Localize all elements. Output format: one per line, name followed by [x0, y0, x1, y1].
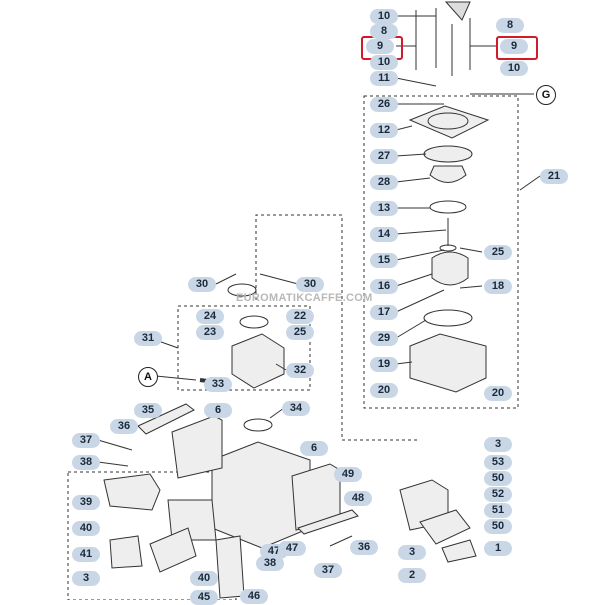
- callout-badge: 36: [350, 540, 378, 555]
- callout-badge: 38: [72, 455, 100, 470]
- callout-badge: 10: [370, 55, 398, 70]
- callout-badge: 12: [370, 123, 398, 138]
- callout-badge: 26: [370, 97, 398, 112]
- callout-badge: 10: [500, 61, 528, 76]
- callout-badge: 16: [370, 279, 398, 294]
- callout-badge: 20: [370, 383, 398, 398]
- group-box-21: [363, 95, 519, 409]
- callout-badge: 27: [370, 149, 398, 164]
- callout-badge: 21: [540, 169, 568, 184]
- callout-badge: 3: [484, 437, 512, 452]
- callout-badge: 37: [72, 433, 100, 448]
- callout-badge: 13: [370, 201, 398, 216]
- callout-badge: 40: [72, 521, 100, 536]
- callout-badge: 9: [366, 39, 394, 54]
- callout-badge: 48: [344, 491, 372, 506]
- callout-badge: 23: [196, 325, 224, 340]
- callout-badge: 6: [204, 403, 232, 418]
- callout-badge: 30: [296, 277, 324, 292]
- callout-badge: 32: [286, 363, 314, 378]
- callout-badge: 25: [484, 245, 512, 260]
- callout-badge: 36: [110, 419, 138, 434]
- callout-badge: 40: [190, 571, 218, 586]
- callout-badge: 19: [370, 357, 398, 372]
- callout-badge: 53: [484, 455, 512, 470]
- callout-badge: 15: [370, 253, 398, 268]
- callout-badge: 39: [72, 495, 100, 510]
- callout-badge: 25: [286, 325, 314, 340]
- callout-badge: 8: [370, 24, 398, 39]
- callout-badge: 46: [240, 589, 268, 604]
- highlight-box-right: [496, 36, 538, 60]
- callout-badge: 6: [300, 441, 328, 456]
- detail-marker-g: G: [536, 85, 556, 105]
- callout-badge: 10: [370, 9, 398, 24]
- callout-badge: 41: [72, 547, 100, 562]
- callout-badge: 22: [286, 309, 314, 324]
- callout-badge: 20: [484, 386, 512, 401]
- callout-badge: 17: [370, 305, 398, 320]
- callout-badge: 18: [484, 279, 512, 294]
- detail-marker-a: A: [138, 367, 158, 387]
- callout-badge: 34: [282, 401, 310, 416]
- dashed-link: [255, 214, 420, 441]
- callout-badge: 37: [314, 563, 342, 578]
- watermark: EUROMATIKCAFFE.COM: [236, 292, 373, 304]
- callout-badge: 35: [134, 403, 162, 418]
- callout-badge: 3: [72, 571, 100, 586]
- callout-badge: 52: [484, 487, 512, 502]
- callout-badge: 9: [500, 39, 528, 54]
- callout-badge: 51: [484, 503, 512, 518]
- callout-badge: 33: [204, 377, 232, 392]
- callout-badge: 38: [256, 556, 284, 571]
- callout-badge: 49: [334, 467, 362, 482]
- callout-badge: 24: [196, 309, 224, 324]
- callout-badge: 3: [398, 545, 426, 560]
- callout-badge: 31: [134, 331, 162, 346]
- callout-badge: 50: [484, 471, 512, 486]
- callout-badge: 1: [484, 541, 512, 556]
- callout-badge: 50: [484, 519, 512, 534]
- callout-badge: 45: [190, 590, 218, 605]
- callout-badge: 11: [370, 71, 398, 86]
- callout-badge: 8: [496, 18, 524, 33]
- callout-badge: 47: [278, 541, 306, 556]
- callout-badge: 29: [370, 331, 398, 346]
- callout-badge: 2: [398, 568, 426, 583]
- callout-badge: 30: [188, 277, 216, 292]
- callout-badge: 28: [370, 175, 398, 190]
- callout-badge: 14: [370, 227, 398, 242]
